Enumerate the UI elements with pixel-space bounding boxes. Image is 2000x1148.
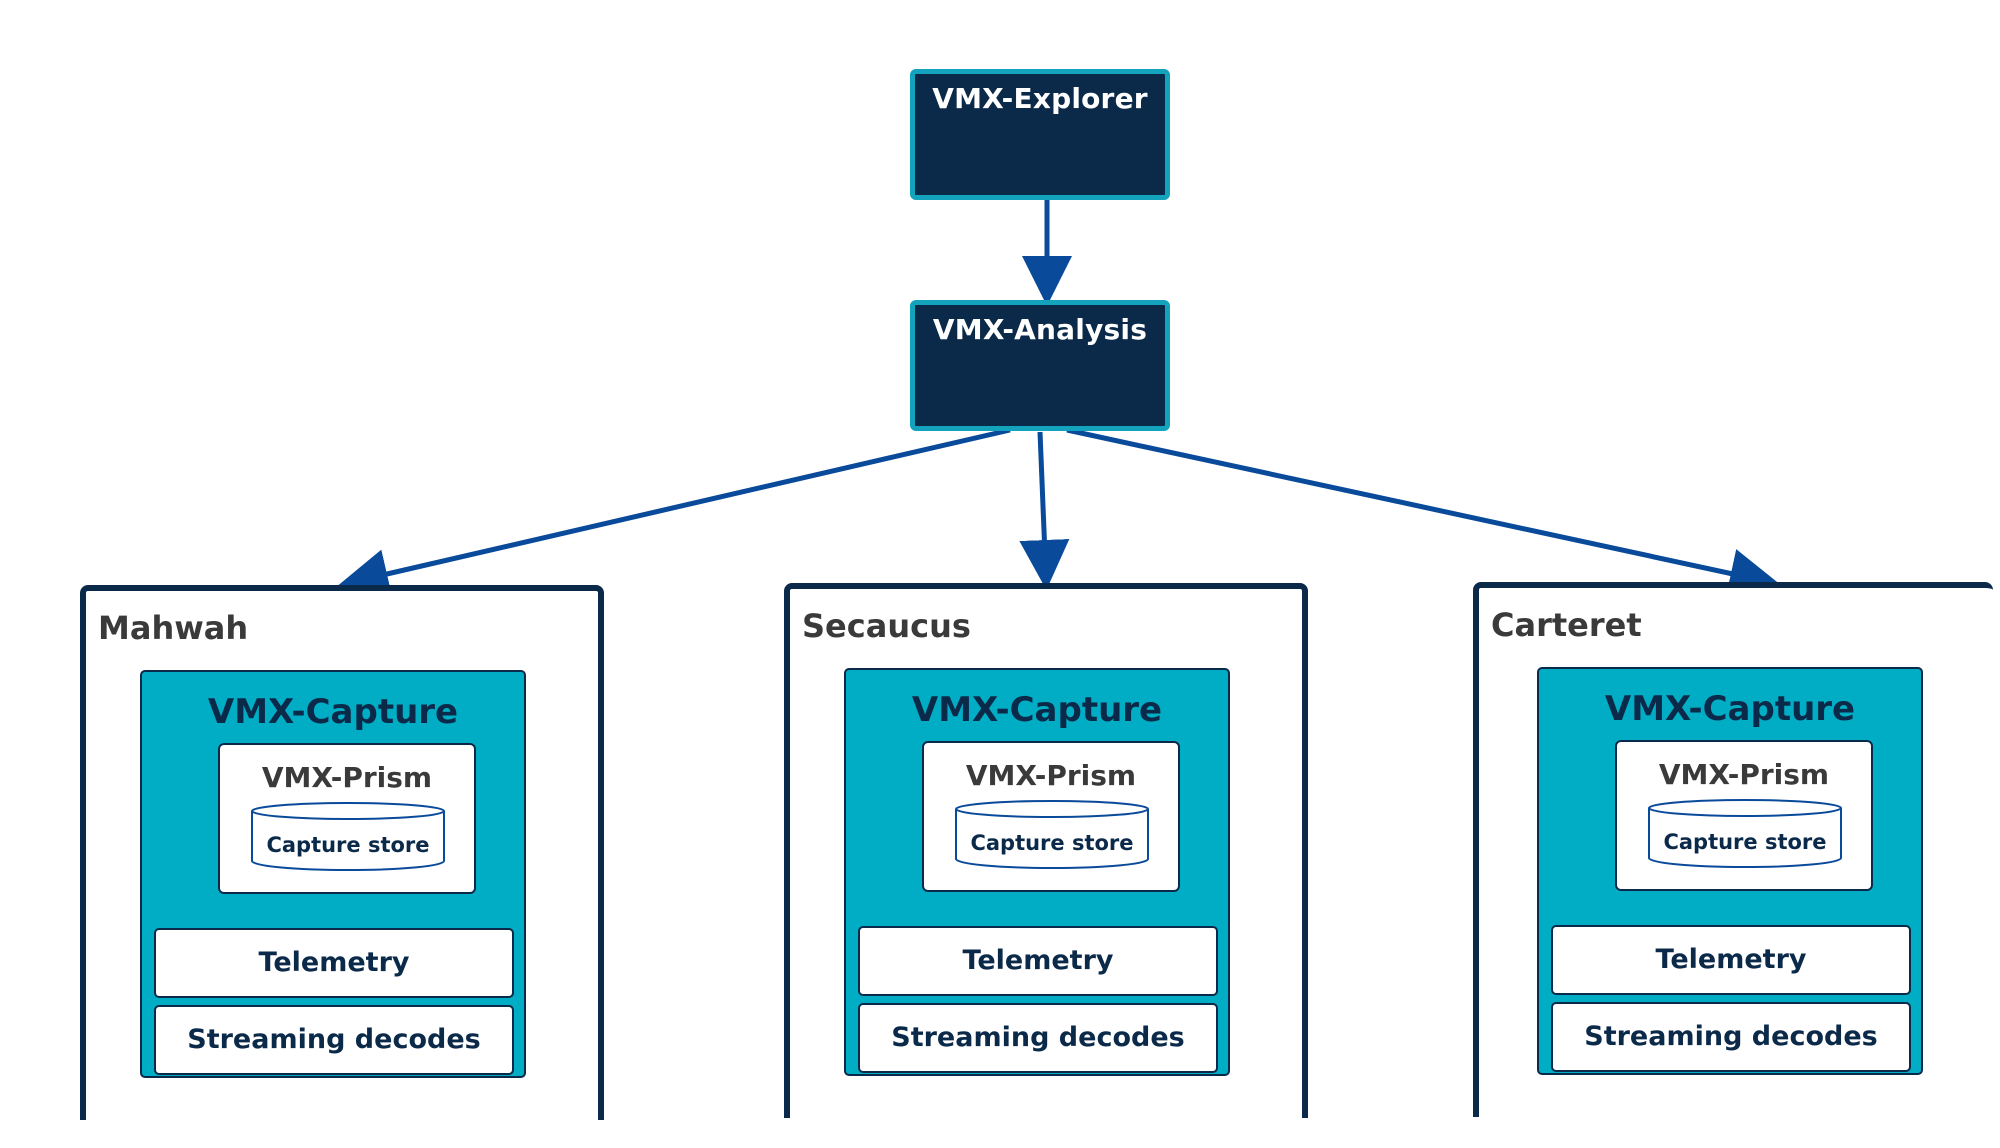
vmx-prism-title: VMX-Prism [1658, 758, 1830, 791]
vmx-prism-title: VMX-Prism [965, 759, 1137, 792]
vmx-capture-box: VMX-Capture VMX-Prism Capture store Tele… [140, 670, 526, 1078]
arrow-analysis-to-carteret [1066, 427, 1780, 598]
site-mahwah: Mahwah VMX-Capture VMX-Prism Capture sto… [80, 585, 604, 1120]
vmx-capture-box: VMX-Capture VMX-Prism Capture store Tele… [1537, 667, 1923, 1075]
telemetry-box: Telemetry [858, 926, 1218, 996]
vmx-prism-box: VMX-Prism Capture store [922, 741, 1180, 892]
capture-store-label: Capture store [970, 831, 1134, 855]
streaming-decodes-box: Streaming decodes [858, 1003, 1218, 1073]
telemetry-box: Telemetry [1551, 925, 1911, 995]
telemetry-box: Telemetry [154, 928, 514, 998]
vmx-prism-title: VMX-Prism [261, 761, 433, 794]
capture-store-label: Capture store [1663, 830, 1827, 854]
vmx-capture-title: VMX-Capture [207, 692, 459, 732]
site-secaucus: Secaucus VMX-Capture VMX-Prism Capture s… [784, 583, 1308, 1118]
capture-store: Capture store [250, 801, 446, 873]
cylinder-database-icon [1648, 799, 1842, 868]
vmx-capture-box: VMX-Capture VMX-Prism Capture store Tele… [844, 668, 1230, 1076]
capture-store: Capture store [1647, 798, 1843, 870]
vmx-explorer-label: VMX-Explorer [932, 82, 1148, 115]
vmx-explorer-node: VMX-Explorer [910, 69, 1170, 200]
vmx-capture-title: VMX-Capture [911, 690, 1163, 730]
vmx-prism-box: VMX-Prism Capture store [218, 743, 476, 894]
streaming-decodes-box: Streaming decodes [1551, 1002, 1911, 1072]
streaming-decodes-box: Streaming decodes [154, 1005, 514, 1075]
site-title: Secaucus [802, 607, 971, 645]
cylinder-database-icon [251, 802, 445, 871]
capture-store-label: Capture store [266, 833, 430, 857]
site-title: Mahwah [98, 609, 249, 647]
cylinder-database-icon [955, 800, 1149, 869]
arrow-analysis-to-mahwah [338, 427, 1011, 599]
vmx-analysis-label: VMX-Analysis [932, 313, 1148, 346]
vmx-prism-box: VMX-Prism Capture store [1615, 740, 1873, 891]
site-carteret: Carteret VMX-Capture VMX-Prism Capture s… [1473, 582, 1993, 1117]
arrow-analysis-to-secaucus [1019, 431, 1070, 590]
vmx-capture-title: VMX-Capture [1604, 689, 1856, 729]
vmx-analysis-node: VMX-Analysis [910, 300, 1170, 431]
capture-store: Capture store [954, 799, 1150, 871]
site-title: Carteret [1491, 606, 1642, 644]
